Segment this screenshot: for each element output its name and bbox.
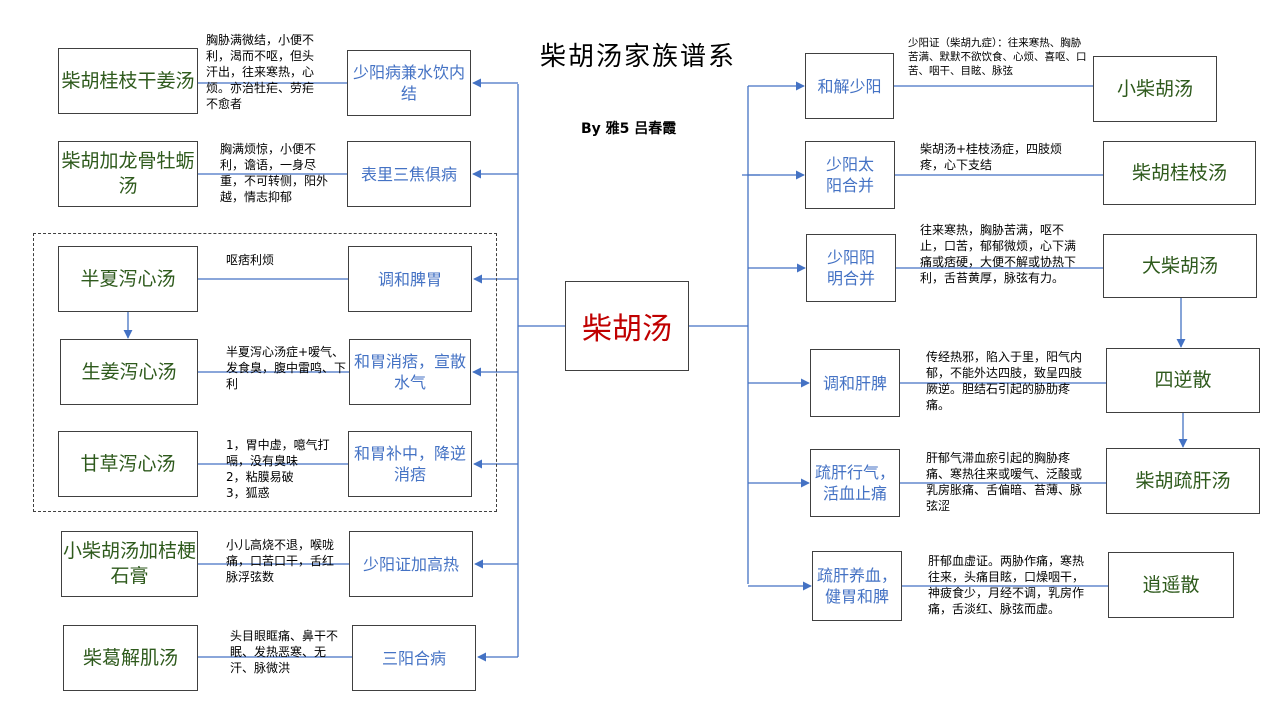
note-left-6: 头目眼眶痛、鼻干不眠、发热恶寒、无汗、脉微洪: [230, 629, 339, 675]
method-box-right-0[interactable]: 和解少阳: [805, 53, 894, 119]
formula-box-left-2[interactable]: 半夏泻心汤: [58, 246, 198, 312]
note-right-4: 肝郁气滞血瘀引起的胸胁疼痛、寒热往来或嗳气、泛酸或乳房胀痛、舌偏暗、苔薄、脉弦涩: [926, 451, 1083, 513]
method-box-left-0[interactable]: 少阳病兼水饮内结: [347, 50, 471, 116]
method-box-left-2[interactable]: 调和脾胃: [348, 246, 472, 312]
page-title: 柴胡汤家族谱系: [540, 42, 737, 72]
formula-box-right-3[interactable]: 四逆散: [1106, 348, 1260, 413]
formula-box-left-6[interactable]: 柴葛解肌汤: [63, 625, 198, 691]
note-left-2: 呕痞利烦: [226, 253, 275, 267]
note-right-0: 少阳证（柴胡九症）：往来寒热、胸胁苦满、默默不欲饮食、心烦、喜呕、口苦、咽干、目…: [908, 37, 1087, 77]
method-box-left-5[interactable]: 少阳证加高热: [349, 531, 473, 597]
formula-box-right-4[interactable]: 柴胡疏肝汤: [1106, 448, 1260, 514]
right-trunk: [689, 86, 749, 584]
author-label: By 雅5 吕春霞: [581, 121, 677, 137]
formula-box-right-2[interactable]: 大柴胡汤: [1103, 234, 1257, 298]
note-left-5: 小儿高烧不退，喉咙痛，口苦口干，舌红脉浮弦数: [226, 538, 335, 584]
note-right-3: 传经热邪，陷入于里，阳气内郁，不能外达四肢，致呈四肢厥逆。胆结石引起的胁肋疼痛。: [926, 350, 1083, 412]
formula-box-left-1[interactable]: 柴胡加龙骨牡蛎汤: [58, 141, 198, 207]
method-box-right-5[interactable]: 疏肝养血，健胃和脾: [812, 551, 902, 621]
formula-box-right-5[interactable]: 逍遥散: [1108, 552, 1234, 618]
method-box-left-3[interactable]: 和胃消痞，宣散水气: [349, 339, 471, 405]
center-label: 柴胡汤: [582, 312, 672, 347]
formula-box-left-3[interactable]: 生姜泻心汤: [60, 339, 198, 405]
note-left-4: 1，胃中虚，噫气打嗝，没有臭味 2，粘膜易破 3，狐惑: [226, 438, 330, 500]
method-box-right-1[interactable]: 少阳太阳合并: [805, 141, 895, 209]
note-right-1: 柴胡汤+桂枝汤症，四肢烦疼，心下支结: [920, 142, 1063, 172]
xiexin-group-frame: [33, 233, 497, 512]
method-box-left-6[interactable]: 三阳合病: [352, 625, 476, 691]
note-right-5: 肝郁血虚证。两胁作痛，寒热往来，头痛目眩，口燥咽干，神疲食少，月经不调，乳房作痛…: [928, 554, 1085, 616]
method-box-right-4[interactable]: 疏肝行气，活血止痛: [810, 449, 900, 517]
formula-box-left-4[interactable]: 甘草泻心汤: [58, 431, 198, 497]
note-left-1: 胸满烦惊，小便不利，谵语，一身尽重，不可转侧，阳外越，情志抑郁: [220, 142, 329, 204]
left-trunk: [517, 84, 565, 657]
center-node[interactable]: 柴胡汤: [565, 281, 689, 371]
method-box-left-1[interactable]: 表里三焦俱病: [347, 141, 471, 207]
method-box-left-4[interactable]: 和胃补中，降逆消痞: [348, 431, 472, 497]
note-left-0: 胸胁满微结，小便不利，渴而不呕，但头汗出，往来寒热，心烦。亦治牡疟、劳疟不愈者: [206, 33, 315, 111]
note-right-2: 往来寒热，胸胁苦满，呕不止，口苦，郁郁微烦，心下满痛或痞硬，大便不解或协热下利，…: [920, 223, 1077, 285]
note-left-3: 半夏泻心汤症+嗳气、发食臭，腹中雷鸣、下利: [226, 345, 347, 391]
formula-box-left-5[interactable]: 小柴胡汤加桔梗石膏: [61, 531, 198, 597]
formula-box-right-1[interactable]: 柴胡桂枝汤: [1103, 141, 1256, 205]
formula-box-left-0[interactable]: 柴胡桂枝干姜汤: [58, 48, 198, 114]
method-box-right-3[interactable]: 调和肝脾: [810, 349, 900, 417]
formula-box-right-0[interactable]: 小柴胡汤: [1093, 56, 1217, 122]
method-box-right-2[interactable]: 少阳阳明合并: [806, 234, 896, 302]
